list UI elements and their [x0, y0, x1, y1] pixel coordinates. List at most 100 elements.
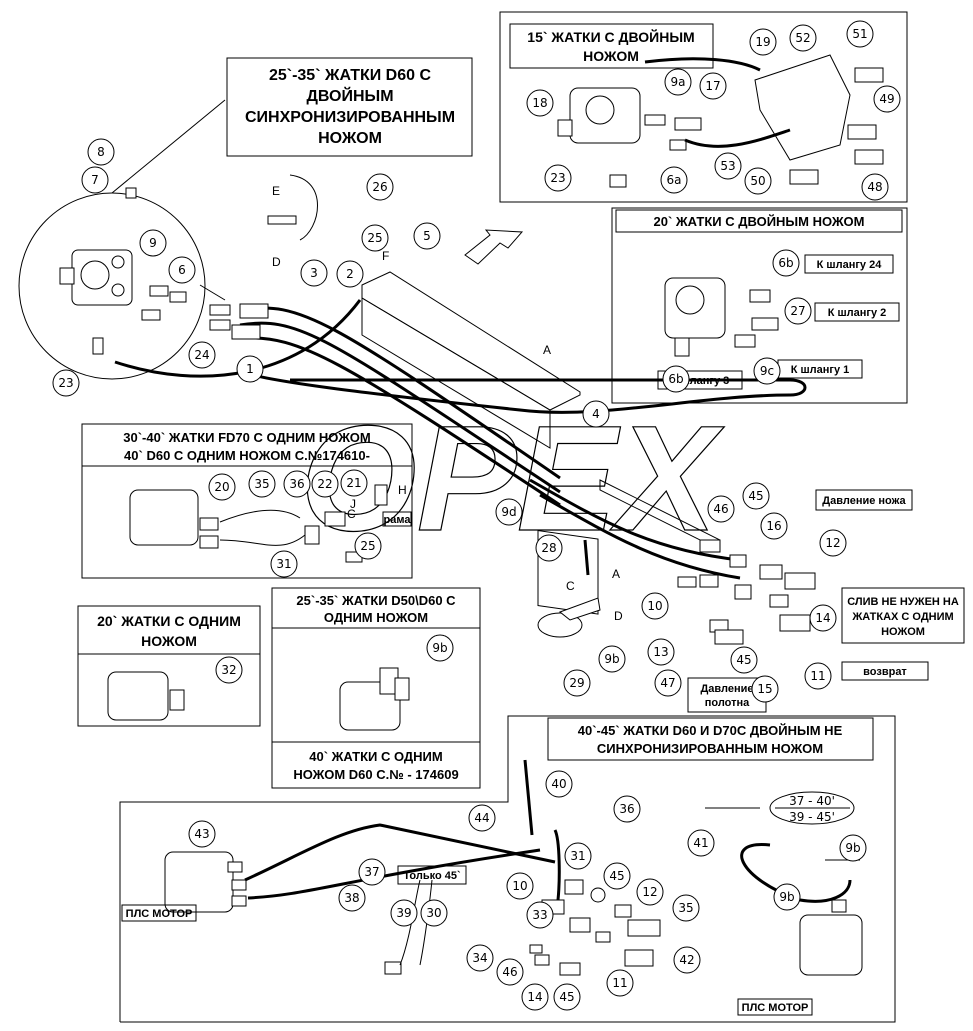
svg-text:D: D — [614, 609, 623, 623]
callout-bubble — [603, 862, 631, 890]
hose-43 — [247, 848, 541, 900]
callout-bubble — [784, 297, 812, 325]
callout-number: 45 — [559, 990, 574, 1004]
label-sizes: 37 - 40' 39 - 45' — [769, 791, 855, 825]
callout-bubble — [188, 820, 216, 848]
hose-20 — [219, 509, 301, 523]
callout-bubble — [354, 532, 382, 560]
callout-number: 29 — [569, 676, 584, 690]
callout-bubble — [641, 592, 669, 620]
callout-number: 25 — [360, 539, 375, 553]
callout-bubble — [545, 770, 573, 798]
svg-text:ПЛС МОТОР: ПЛС МОТОР — [742, 1002, 809, 1014]
callout-bubble — [283, 470, 311, 498]
svg-text:возврат: возврат — [863, 666, 907, 678]
panel-15-double-knife: 15` ЖАТКИ С ДВОЙНЫМ НОЖОМ — [499, 11, 908, 203]
callout-bubble — [338, 884, 366, 912]
svg-text:СЛИВ НЕ НУЖЕН НА: СЛИВ НЕ НУЖЕН НА — [847, 596, 959, 608]
hose-21 — [219, 534, 306, 546]
callout-bubble — [861, 173, 889, 201]
callout-number: 38 — [344, 891, 359, 905]
callout-number: 12 — [642, 885, 657, 899]
callout-bubble — [495, 498, 523, 526]
callout-bubble — [664, 68, 692, 96]
label-return: возврат — [841, 661, 929, 681]
callout-number: 11 — [810, 669, 825, 683]
panel-40-45-title-line1: 40`-45` ЖАТКИ D60 И D70С ДВОЙНЫМ НЕ — [578, 723, 843, 738]
main-title-box: 25`-35` ЖАТКИ D60 С ДВОЙНЫМ СИНХРОНИЗИРО… — [226, 57, 473, 157]
frame-label: рама — [384, 514, 412, 526]
callout-bubble — [413, 222, 441, 250]
callout-bubble — [809, 604, 837, 632]
callout-number: 45 — [609, 869, 624, 883]
callout-bubble — [420, 899, 448, 927]
callout-number: 37 — [364, 865, 379, 879]
callout-number: 32 — [221, 663, 236, 677]
callout-bubble — [687, 829, 715, 857]
panel-20-single-knife: 20` ЖАТКИ С ОДНИМ НОЖОМ — [77, 605, 261, 727]
callout-number: 17 — [705, 79, 720, 93]
hose-end-fittings — [209, 303, 269, 340]
right-fittings — [677, 539, 816, 645]
callout-number: 39 — [396, 906, 411, 920]
callout-number: 9 — [149, 236, 157, 250]
callout-number: 25 — [367, 231, 382, 245]
callout-bubble — [749, 28, 777, 56]
panel-30-40-single-knife: 30`-40` ЖАТКИ FD70 С ОДНИМ НОЖОМ 40` D60… — [81, 423, 413, 579]
callout-bubble — [742, 482, 770, 510]
callout-bubble — [340, 469, 368, 497]
svg-text:A: A — [543, 343, 551, 357]
panel-20-title: 20` ЖАТКИ С ДВОЙНЫМ НОЖОМ — [654, 214, 865, 229]
callout-bubble — [366, 173, 394, 201]
svg-text:D: D — [272, 255, 281, 269]
callout-bubble — [526, 901, 554, 929]
panel-40-45-title-line2: СИНХРОНИЗИРОВАННЫМ НОЖОМ — [597, 741, 823, 756]
callout-number: 34 — [472, 951, 487, 965]
callout-number: 33 — [532, 908, 547, 922]
callout-bubble — [598, 645, 626, 673]
callout-bubble — [215, 656, 243, 684]
callout-bubble — [873, 85, 901, 113]
svg-text:Только 45`: Только 45` — [403, 870, 461, 882]
svg-text:полотна: полотна — [705, 697, 750, 709]
callout-bubble — [270, 550, 298, 578]
callout-bubble — [521, 983, 549, 1011]
label-knife-pressure: Давление ножа — [815, 489, 913, 511]
callout-bubble — [544, 164, 572, 192]
callout-bubble — [188, 341, 216, 369]
callout-bubble — [311, 470, 339, 498]
callout-bubble — [662, 365, 690, 393]
label-pls-motor-left: ПЛС МОТОР — [121, 904, 197, 922]
svg-text:39 - 45': 39 - 45' — [789, 810, 835, 824]
callout-bubble — [773, 883, 801, 911]
callout-number: 9b — [845, 841, 860, 855]
callout-bubble — [819, 529, 847, 557]
callout-number: 35 — [678, 901, 693, 915]
svg-text:К шлангу 2: К шлангу 2 — [828, 307, 887, 319]
callout-bubble — [730, 646, 758, 674]
callout-number: 11 — [612, 976, 627, 990]
callout-number: 14 — [815, 611, 830, 625]
callout-number: 9b — [604, 652, 619, 666]
panel-30-title-line2: 40` D60 С ОДНИМ НОЖОМ С.№174610- — [124, 448, 370, 463]
callout-bubble — [751, 675, 779, 703]
callout-number: 26 — [372, 180, 387, 194]
callout-bubble — [81, 166, 109, 194]
callout-bubble — [564, 842, 592, 870]
main-title-line4: НОЖОМ — [318, 130, 382, 147]
svg-text:C: C — [566, 579, 575, 593]
label-k-hose-2: К шлангу 2 — [814, 302, 900, 322]
callout-number: 28 — [541, 541, 556, 555]
callout-bubble — [714, 152, 742, 180]
callout-bubble — [496, 958, 524, 986]
callout-number: 45 — [748, 489, 763, 503]
callout-bubble — [87, 138, 115, 166]
callout-bubble — [52, 369, 80, 397]
callout-number: 14 — [527, 990, 542, 1004]
hose-44 — [244, 823, 556, 882]
callout-bubble — [300, 259, 328, 287]
callout-number: 3 — [310, 266, 318, 280]
svg-text:ЖАТКАХ С ОДНИМ: ЖАТКАХ С ОДНИМ — [851, 611, 953, 623]
callout-bubble — [390, 899, 418, 927]
